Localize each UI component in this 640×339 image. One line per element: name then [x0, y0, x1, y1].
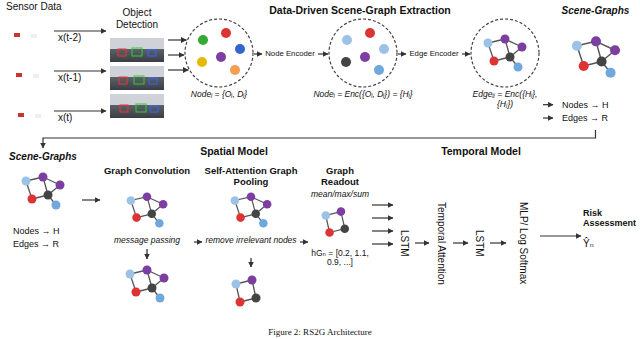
node-label: LSTM — [471, 230, 487, 257]
scene-graph-icon — [484, 35, 527, 72]
node-label: hGₙ = [0.2, 1.1, 0.9, ...] — [308, 249, 372, 269]
node-label: Temporal Model — [382, 145, 580, 157]
node-label: Nodes → H — [553, 100, 638, 110]
spatial-stage: Graph Convolution message passing — [100, 163, 194, 321]
ellipse-outline — [329, 19, 397, 87]
node-label: Nodeᵢ = {Oᵢ, Dᵢ} — [174, 90, 264, 100]
connector — [398, 53, 406, 54]
detection-box: Object Detection — [106, 4, 168, 128]
node-label: Nodeᵢ = Enc({Oᵢ, Dᵢ}) = {Hᵢ} — [298, 90, 428, 100]
extraction-panel: Data-Driven Scene-Graph ExtractionNodeᵢ … — [177, 2, 543, 130]
connector — [168, 54, 184, 55]
scene-graph-box: Scene-GraphsNodes → H Edges → R — [4, 148, 82, 256]
graph-node-dot — [216, 52, 226, 62]
node-label: Edge Encoder — [407, 50, 460, 59]
node-label: Risk Assessment — [581, 208, 638, 229]
lstm-bar: LSTM — [468, 165, 490, 321]
graph-node-dot — [341, 57, 351, 67]
node-label: Ŷₙ — [581, 238, 638, 250]
graph-node-dot — [374, 65, 384, 75]
connector — [254, 53, 262, 54]
node-label: message passing — [100, 236, 194, 246]
sensor-frame: x(t-2) — [4, 17, 54, 45]
output-bar: MLP/ Log Softmax — [506, 165, 540, 321]
ellipse-outline — [470, 18, 540, 88]
graph-node-dot — [221, 28, 231, 38]
graph-node-dot — [342, 35, 352, 45]
node-label: Graph Readout — [308, 166, 372, 188]
graph-node-dot — [235, 44, 245, 54]
connector — [168, 39, 187, 40]
sensor-frame: x(t) — [4, 97, 54, 125]
temporal-panel: Temporal ModelLSTM Temporal Attention LSTM… — [382, 143, 580, 326]
node-label: Scene-Graphs — [4, 151, 82, 163]
node-label: MLP/ Log Softmax — [515, 202, 531, 284]
graph-node-dot — [230, 65, 240, 75]
node-set-ellipse: Nodeᵢ = Enc({Oᵢ, Dᵢ}) = {Hᵢ} — [328, 18, 398, 88]
connector — [54, 110, 106, 111]
graph-node-dot — [197, 57, 207, 67]
graph-node-dot — [379, 44, 389, 54]
encoder-box: Edge Encoder — [406, 44, 462, 64]
figure-caption: Figure 2: RS2G Architecture — [0, 327, 640, 337]
node-label: remove irrelevant nodes — [202, 236, 300, 246]
connector — [54, 30, 106, 31]
node-label: LSTM — [396, 230, 412, 257]
node-label: Edgeᵢⱼ = Enc({Hᵢ}, {Hⱼ}) — [468, 90, 542, 110]
connector — [462, 53, 470, 54]
node-label: Graph Convolution — [100, 166, 194, 177]
connector — [318, 53, 328, 54]
node-set-ellipse: Nodeᵢ = {Oᵢ, Dᵢ} — [184, 18, 254, 88]
connector — [543, 117, 553, 118]
spatial-stage: Self-Attention Graph Pooling remove irrel… — [202, 163, 300, 321]
node-label: Edges → R — [553, 113, 638, 123]
edge-set-ellipse: Edgeᵢⱼ = Enc({Hᵢ}, {Hⱼ}) — [470, 18, 540, 88]
lstm-bar: LSTM — [393, 165, 415, 321]
connector — [168, 69, 188, 70]
node-label: Spatial Model — [90, 145, 378, 157]
encoder-box: Node Encoder — [262, 44, 318, 64]
node-label: Nodes → H — [4, 226, 82, 236]
ellipse-outline — [328, 18, 398, 88]
ellipse-outline — [184, 18, 254, 88]
node-label: Edges → R — [4, 239, 82, 249]
ellipse-outline — [471, 19, 539, 87]
graph-node-dot — [198, 35, 208, 45]
risk-output: Risk AssessmentŶₙ — [581, 208, 638, 260]
sensor-frame: x(t-1) — [4, 57, 54, 85]
connector — [543, 104, 553, 105]
node-label: Scene-Graphs — [553, 5, 638, 17]
node-label: Object Detection — [106, 7, 168, 30]
spatial-stage: Graph Readout mean/max/sum hGₙ = [0.2, 1.1… — [308, 163, 372, 321]
spatial-panel: Spatial ModelGraph Convolution message pa… — [90, 143, 378, 326]
node-label: x(t-2) — [56, 32, 83, 44]
node-label: Temporal Attention — [433, 202, 449, 285]
node-label: mean/max/sum — [308, 190, 372, 200]
node-label: x(t-1) — [56, 72, 83, 84]
graph-node-dot — [365, 28, 375, 38]
connector — [54, 70, 106, 71]
scene-graph-box: Scene-GraphsNodes → H Edges → R — [553, 2, 638, 130]
section-label: Sensor Data — [4, 1, 64, 13]
attention-bar: Temporal Attention — [429, 165, 453, 321]
node-label: x(t) — [56, 112, 74, 124]
node-label: Data-Driven Scene-Graph Extraction — [177, 4, 543, 16]
graph-node-dot — [360, 52, 370, 62]
node-label: Self-Attention Graph Pooling — [202, 166, 300, 188]
node-label: Node Encoder — [263, 50, 317, 59]
ellipse-outline — [185, 19, 253, 87]
